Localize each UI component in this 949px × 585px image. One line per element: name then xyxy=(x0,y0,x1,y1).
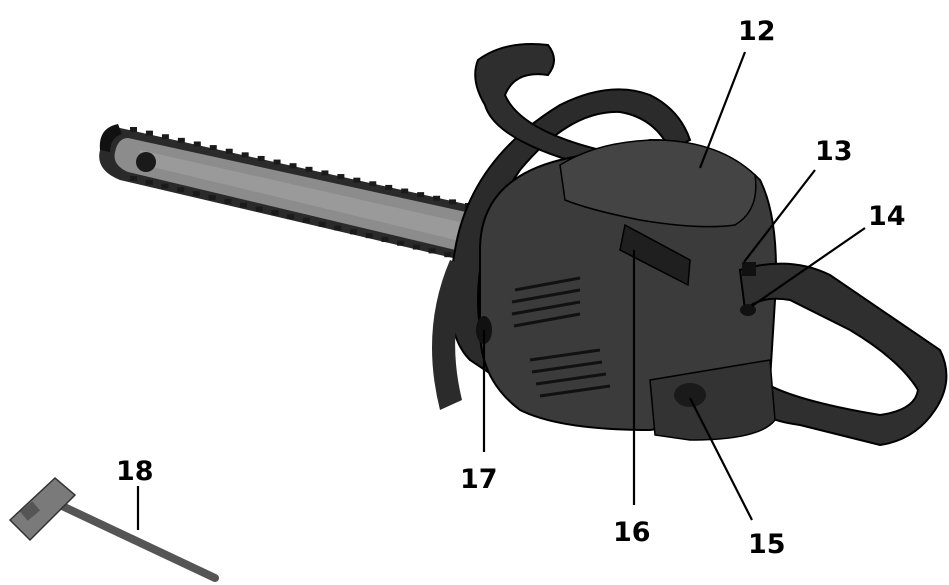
chain-tooth xyxy=(334,225,342,231)
chain-tooth xyxy=(369,181,377,187)
top-cover xyxy=(559,139,757,228)
leader-lines xyxy=(136,51,866,530)
callout-14: 14 xyxy=(868,201,906,232)
callout-labels: 12 13 14 15 16 17 18 xyxy=(116,16,906,560)
chain-tooth xyxy=(240,202,247,208)
chain-tooth xyxy=(145,179,153,185)
chain-tooth xyxy=(224,198,232,204)
guide-bar xyxy=(99,124,482,262)
chain-tooth xyxy=(365,233,373,239)
combination-wrench xyxy=(8,476,219,582)
chain-tooth xyxy=(302,217,310,223)
chain-tooth xyxy=(130,176,137,181)
throttle-lockout xyxy=(740,304,756,316)
callout-16: 16 xyxy=(613,517,651,548)
bar-nose-sprocket xyxy=(136,152,156,172)
chain-tooth xyxy=(444,252,452,258)
chain-brake-lever xyxy=(619,223,691,287)
oil-cap xyxy=(674,383,706,407)
chain-tooth xyxy=(145,130,153,136)
control-switch xyxy=(742,262,756,276)
chain-tooth xyxy=(433,195,441,201)
chain-tooth xyxy=(417,192,425,198)
chain-tooth xyxy=(193,141,201,147)
callout-18: 18 xyxy=(116,456,154,487)
chain-tooth xyxy=(401,188,409,194)
leader-15 xyxy=(689,397,753,521)
chain-tooth xyxy=(449,199,457,205)
chain-tooth xyxy=(412,244,420,250)
leader-13 xyxy=(743,169,816,263)
starter-vents xyxy=(511,276,611,398)
chain-tooth xyxy=(337,174,345,180)
callout-17: 17 xyxy=(460,464,498,495)
callout-15: 15 xyxy=(748,529,786,560)
chain-tooth xyxy=(353,177,361,183)
chain-tooth xyxy=(255,206,263,212)
chain-tooth xyxy=(350,229,357,235)
chain-tooth xyxy=(385,184,393,190)
callout-12: 12 xyxy=(738,16,776,47)
chain-tooth xyxy=(271,210,279,216)
chain-tooth xyxy=(161,134,169,140)
callout-13: 13 xyxy=(815,136,853,167)
chain-tooth xyxy=(177,187,185,193)
chain-tooth xyxy=(289,163,297,169)
chain-tooth xyxy=(241,152,249,158)
chain-tooth xyxy=(428,248,436,254)
chain-tooth xyxy=(273,159,281,165)
chain-tooth xyxy=(225,148,233,154)
chain-tooth xyxy=(257,155,265,161)
chain-tooth xyxy=(130,127,137,132)
chain-tooth xyxy=(321,170,329,176)
chain-tooth xyxy=(287,214,295,220)
leader-12 xyxy=(698,51,747,169)
chain-tooth xyxy=(305,166,313,172)
chain-tooth xyxy=(161,183,169,189)
chain-tooth xyxy=(209,145,217,151)
chain-tooth xyxy=(192,191,200,197)
chain-tooth xyxy=(208,195,216,201)
chain-tooth xyxy=(318,221,326,227)
chain-tooth xyxy=(397,240,405,246)
leader-14 xyxy=(751,227,866,307)
chain-tooth xyxy=(381,236,389,242)
chain-tooth xyxy=(177,137,185,143)
